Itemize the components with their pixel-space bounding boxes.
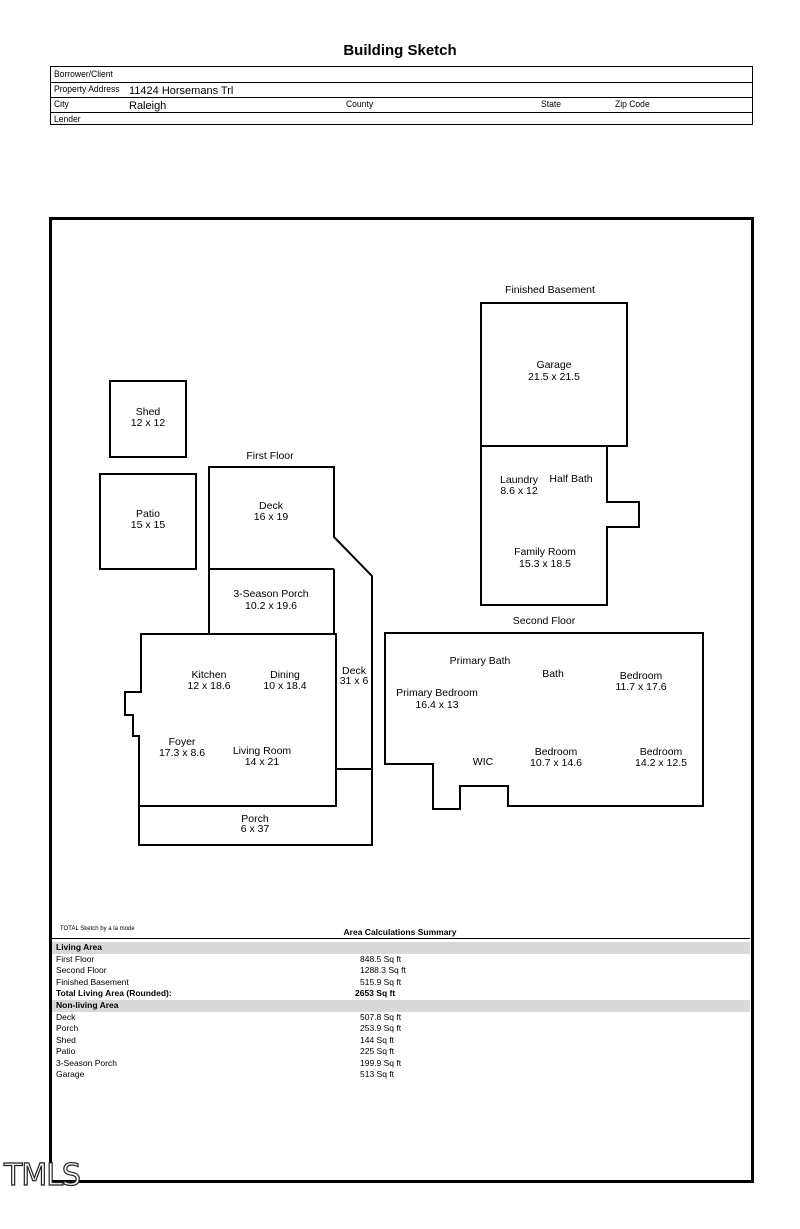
nonliving-row-value: 513 Sq ft (360, 1069, 395, 1079)
living-area-header: Living Area (56, 942, 102, 952)
nonliving-row-label: Garage (56, 1069, 85, 1079)
family-room-dims: 15.3 x 18.5 (519, 558, 571, 570)
deck-upper-dims: 16 x 19 (253, 511, 289, 523)
property-label: Property Address (54, 84, 120, 95)
zip-label: Zip Code (615, 99, 650, 110)
garage-label: Garage (536, 359, 572, 371)
total-living-value: 2653 Sq ft (355, 988, 396, 998)
laundry-dims: 8.6 x 12 (500, 485, 538, 497)
foyer-dims: 17.3 x 8.6 (158, 747, 206, 759)
county-label: County (346, 99, 374, 110)
borrower-label: Borrower/Client (54, 69, 113, 80)
deck-side-dims: 31 x 6 (339, 675, 369, 687)
city-label: City (54, 99, 69, 110)
bedroom3-label: Bedroom (639, 746, 683, 758)
season-porch-label: 3-Season Porch (233, 588, 309, 600)
kitchen-label: Kitchen (191, 669, 227, 681)
bedroom2-dims: 10.7 x 14.6 (530, 757, 582, 769)
nonliving-area-band (52, 1000, 750, 1012)
nonliving-row-value: 225 Sq ft (360, 1046, 395, 1056)
lender-label: Lender (54, 114, 81, 125)
primary-bedroom-label: Primary Bedroom (396, 687, 478, 699)
bath-label: Bath (542, 668, 564, 680)
summary-divider (52, 938, 750, 939)
living-row-label: Second Floor (56, 965, 107, 975)
nonliving-row-label: Shed (56, 1035, 76, 1045)
kitchen-dims: 12 x 18.6 (187, 680, 231, 692)
deck-porch-outline (138, 466, 373, 846)
season-porch-dims: 10.2 x 19.6 (245, 600, 297, 612)
deck-upper-label: Deck (259, 500, 283, 512)
primary-bath-label: Primary Bath (449, 655, 511, 667)
main-house-outline (124, 633, 337, 807)
sketch-frame (49, 217, 754, 1183)
patio-outline (99, 473, 197, 570)
patio-dims: 15 x 15 (130, 519, 166, 531)
second-floor-outline (384, 632, 704, 810)
living-room-label: Living Room (232, 745, 292, 757)
dining-label: Dining (270, 669, 300, 681)
half-bath-label: Half Bath (549, 473, 593, 485)
sketch-credit: TOTAL Sketch by a la mode (60, 926, 135, 932)
family-room-label: Family Room (514, 546, 576, 558)
lender-row: Lender (51, 112, 752, 127)
living-room-dims: 14 x 21 (244, 756, 280, 768)
primary-bedroom-dims: 16.4 x 13 (415, 699, 459, 711)
living-row-value: 1288.3 Sq ft (360, 965, 406, 975)
living-area-band (52, 942, 750, 954)
bedroom2-label: Bedroom (534, 746, 578, 758)
laundry-label: Laundry (500, 474, 538, 486)
property-value: 11424 Horsemans Trl (129, 85, 234, 97)
nonliving-row-value: 144 Sq ft (360, 1035, 395, 1045)
bedroom1-dims: 11.7 x 17.6 (615, 681, 667, 693)
shed-label: Shed (135, 406, 161, 418)
city-value: Raleigh (129, 100, 167, 112)
garage-dims: 21.5 x 21.5 (528, 371, 580, 383)
nonliving-row-value: 199.9 Sq ft (360, 1058, 402, 1068)
nonliving-row-label: Deck (56, 1012, 76, 1022)
first-floor-title: First Floor (246, 450, 294, 462)
header-info-box: Borrower/Client Property Address 11424 H… (50, 66, 753, 125)
porch-dims: 6 x 37 (240, 823, 270, 835)
basement-outline (480, 445, 640, 606)
bedroom1-label: Bedroom (619, 670, 663, 682)
state-label: State (541, 99, 561, 110)
nonliving-area-header: Non-living Area (56, 1000, 119, 1010)
living-row-value: 848.5 Sq ft (360, 954, 402, 964)
tmls-watermark-logo: TMLS (3, 1157, 81, 1193)
nonliving-row-value: 253.9 Sq ft (360, 1023, 402, 1033)
living-row-label: First Floor (56, 954, 95, 964)
living-row-label: Finished Basement (56, 977, 129, 987)
nonliving-row-label: Porch (56, 1023, 79, 1033)
deck-side-label: Deck (342, 665, 366, 677)
foyer-label: Foyer (168, 736, 196, 748)
nonliving-row-label: 3-Season Porch (56, 1058, 117, 1068)
summary-title: Area Calculations Summary (343, 927, 457, 937)
nonliving-row-label: Patio (56, 1046, 76, 1056)
finished-basement-title: Finished Basement (505, 284, 595, 296)
porch-label: Porch (241, 813, 269, 825)
wic-label: WIC (472, 756, 494, 768)
dining-dims: 10 x 18.4 (263, 680, 307, 692)
second-floor-title: Second Floor (512, 615, 576, 627)
property-row: Property Address 11424 Horsemans Trl (51, 82, 752, 98)
total-living-label: Total Living Area (Rounded): (56, 988, 172, 998)
borrower-row: Borrower/Client (51, 67, 752, 83)
bedroom3-dims: 14.2 x 12.5 (635, 757, 687, 769)
living-row-value: 515.9 Sq ft (360, 977, 402, 987)
shed-outline (109, 380, 187, 458)
shed-dims: 12 x 12 (130, 417, 166, 429)
city-row: City Raleigh County State Zip Code (51, 97, 752, 113)
nonliving-row-value: 507.8 Sq ft (360, 1012, 402, 1022)
page-title: Building Sketch (343, 42, 457, 59)
patio-label: Patio (136, 508, 160, 520)
